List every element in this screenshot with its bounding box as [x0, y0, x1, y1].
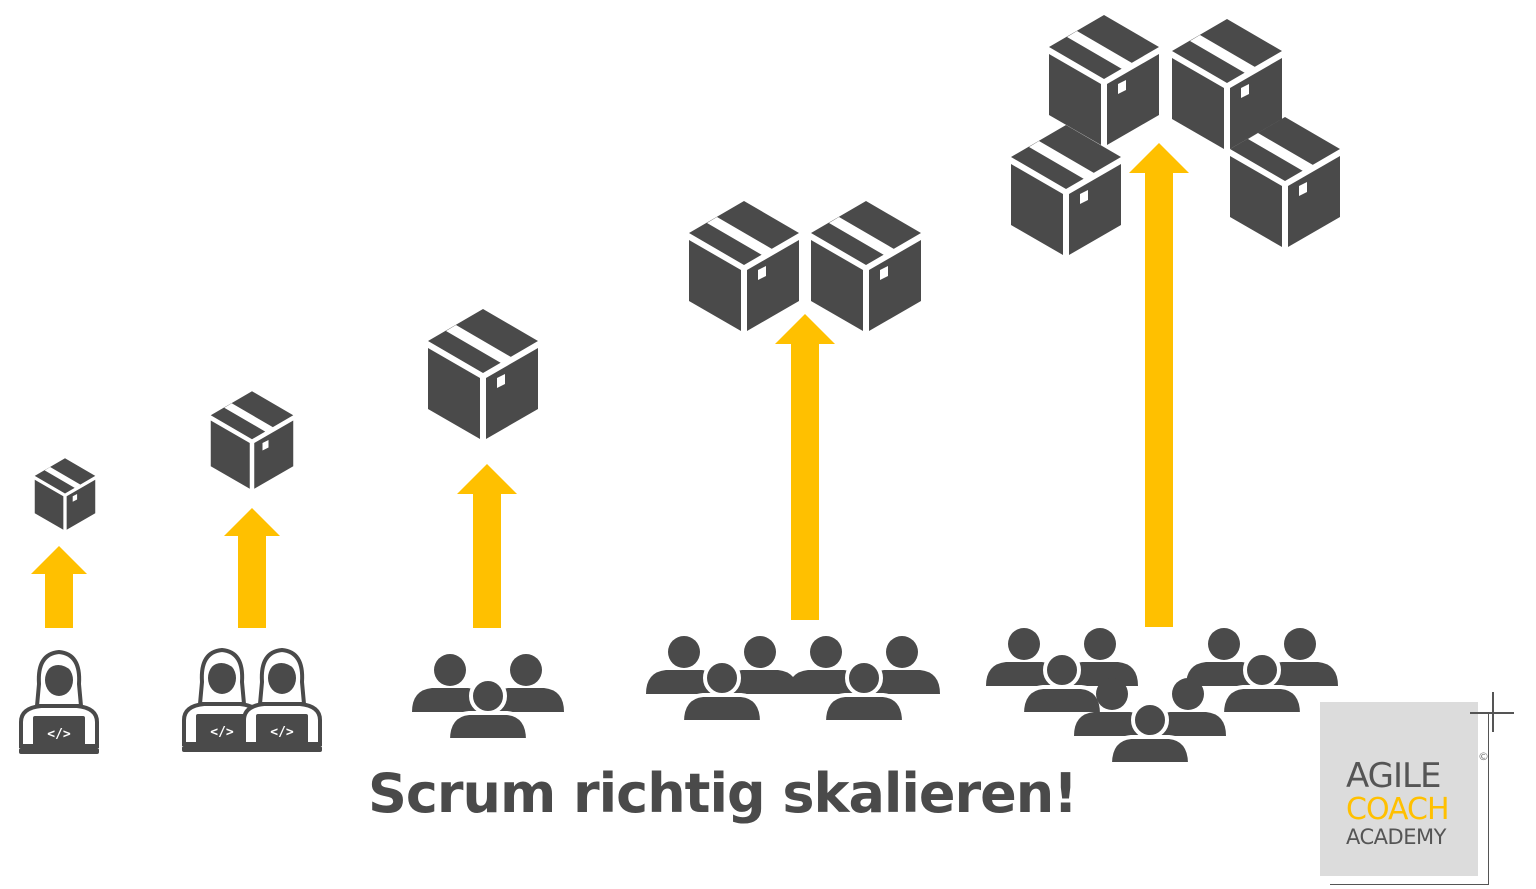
people-group-icon	[646, 636, 798, 722]
up-arrow-icon	[775, 314, 835, 620]
up-arrow-icon	[457, 464, 517, 628]
stage-2	[180, 391, 324, 754]
package-box-icon	[1011, 125, 1121, 255]
developer-icon	[17, 650, 101, 756]
people-group-icon	[788, 636, 940, 722]
people-group-icon	[412, 654, 564, 740]
people-group-icon	[1074, 678, 1226, 764]
logo-frame	[1330, 712, 1489, 885]
logo-line-agile: AGILE	[1346, 756, 1441, 796]
stage-1	[17, 458, 101, 756]
stage-5	[986, 15, 1340, 764]
up-arrow-icon	[1129, 143, 1189, 627]
stage-4	[646, 201, 940, 722]
headline: Scrum richtig skalieren!	[368, 762, 1078, 825]
stage-3	[412, 309, 564, 740]
package-box-icon	[428, 309, 538, 439]
people-group-icon	[1186, 628, 1338, 714]
package-box-icon	[689, 201, 799, 331]
up-arrow-icon	[31, 546, 87, 628]
package-box-icon	[210, 391, 294, 489]
logo-line-coach: COACH	[1346, 792, 1450, 827]
logo-copyright: ©	[1478, 750, 1489, 763]
up-arrow-icon	[224, 508, 280, 628]
package-box-icon	[34, 458, 96, 530]
logo-line-academy: ACADEMY	[1346, 825, 1446, 849]
logo-background	[1320, 702, 1478, 876]
package-box-icon	[811, 201, 921, 331]
logo-crosshair-vertical	[1492, 692, 1494, 732]
developer-icon	[240, 648, 324, 754]
